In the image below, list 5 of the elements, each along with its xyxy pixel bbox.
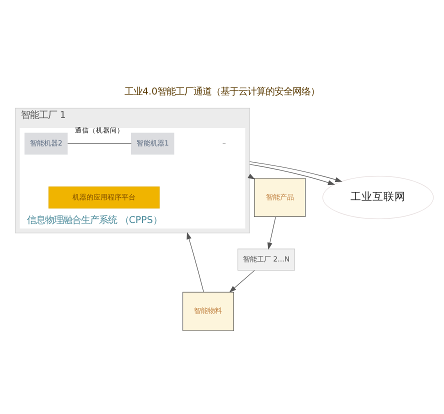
diagram-title: 工业4.0智能工厂通道（基于云计算的安全网络） [124, 86, 320, 97]
connector [67, 142, 132, 144]
arrow [186, 232, 204, 292]
arrow [267, 216, 276, 250]
arrow [229, 270, 255, 292]
